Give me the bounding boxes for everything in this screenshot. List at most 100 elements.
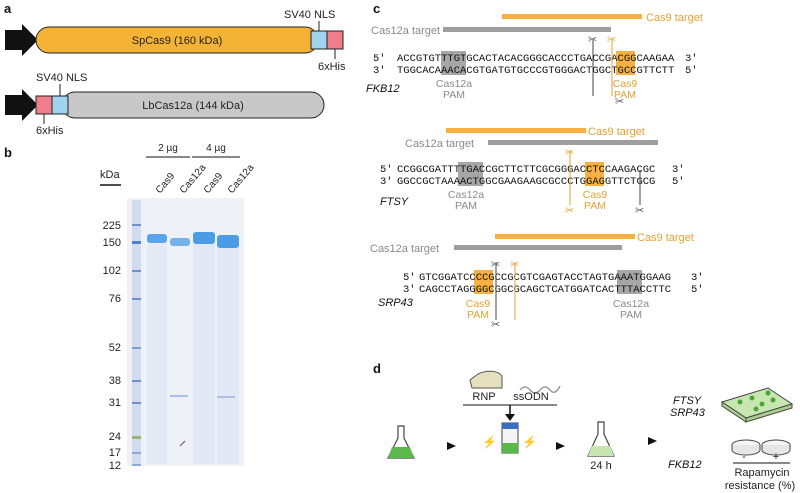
ftsy-outcome-label: FTSY (673, 395, 702, 407)
ssodn-icon (519, 385, 561, 394)
marker-label: 102 (103, 265, 121, 277)
scissors-icon: ✂ (588, 34, 597, 46)
five-prime: 5' (672, 176, 685, 188)
cas9-target-label: Cas9 target (637, 232, 694, 244)
resistance-label: resistance (%) (725, 480, 795, 492)
cas9-pam-label: PAM (467, 309, 489, 321)
cas12a-target-label: Cas12a target (405, 138, 474, 150)
ftsy-top-strand: CCGGCGATTTTGACCGCTTCTTCGCGGGACCTCCAAGACG… (397, 164, 655, 176)
ssodn-label: ssODN (513, 391, 549, 403)
srp43-top-strand: GTCGGATCCCCGCCGCGTCGAGTACCTAGTGAAATGGAAG (419, 272, 671, 284)
ftsy-block: Cas9 target Cas12a target 5' CCGGCGATTTT… (380, 126, 685, 217)
marker-label: 31 (109, 397, 121, 409)
cas9-target-bar (495, 234, 635, 239)
cas9-target-label: Cas9 target (646, 12, 703, 24)
three-prime: 3' (380, 176, 393, 188)
cas12a-construct: LbCas12a (144 kDa) SV40 NLS 6xHis (5, 72, 325, 137)
scissors-icon: ✂ (607, 34, 616, 46)
cas12a-target-bar (443, 27, 611, 32)
recovery-flask-icon (587, 421, 615, 457)
rnp-icon (469, 370, 503, 389)
arrow-right-icon (648, 437, 657, 445)
marker-label: 150 (103, 237, 121, 249)
cas12a-target-label: Cas12a target (371, 25, 440, 37)
lightning-icon: ⚡ (522, 435, 537, 449)
arrow-right-icon (556, 442, 565, 450)
panel-c-letter: c (373, 1, 380, 16)
cas9-target-bar (502, 14, 642, 19)
five-prime: 5' (691, 284, 704, 296)
spcas9-label: SpCas9 (160 kDa) (132, 35, 223, 47)
cas9-pam-label: PAM (614, 89, 636, 101)
cas9-pam-label: Cas9 (583, 189, 608, 201)
cas9-target-label: Cas9 target (588, 126, 645, 138)
scissors-icon: ✂ (615, 96, 624, 108)
colony-plate-icon (720, 387, 794, 423)
electroporation-cuvette-icon (501, 422, 519, 454)
fkb12-block: Cas9 target Cas12a target 5' ACCGTGTTTGT… (366, 12, 703, 108)
kda-label: kDa (100, 169, 120, 181)
cas9-pam-label: PAM (584, 200, 606, 212)
cas12a-target-bar (454, 245, 622, 250)
rnp-label: RNP (472, 391, 495, 403)
five-prime: 5' (685, 65, 698, 77)
marker-label: 52 (109, 342, 121, 354)
minus-label: - (742, 451, 746, 463)
sv40-nls-label: SV40 NLS (284, 9, 335, 21)
cas12a-pam-label: Cas12a (613, 298, 649, 310)
lane-label: Cas12a (226, 162, 257, 196)
promoter-arrow-icon (5, 89, 38, 121)
lbcas12a-label: LbCas12a (144 kDa) (142, 100, 244, 112)
petri-dish-minus-icon (731, 439, 761, 456)
ftsy-gene-label: FTSY (380, 196, 409, 208)
srp43-outcome-label: SRP43 (670, 407, 706, 419)
sv40-nls-box (310, 30, 328, 50)
cas12a-target-label: Cas12a target (370, 243, 439, 255)
cas12a-pam-label: PAM (443, 89, 465, 101)
scissors-icon: ✂ (491, 259, 500, 271)
group-2ug-label: 2 µg (158, 143, 178, 154)
sv40-nls-label: SV40 NLS (36, 72, 87, 84)
culture-flask-icon (387, 425, 415, 459)
panel-b-letter: b (4, 145, 12, 160)
cas9-target-bar (446, 128, 586, 133)
gel-image (127, 198, 244, 466)
fkb12-gene-label: FKB12 (366, 83, 400, 95)
three-prime: 3' (672, 164, 685, 176)
promoter-arrow-icon (5, 24, 38, 56)
scissors-icon: ✂ (510, 259, 519, 271)
lane-label: Cas9 (202, 171, 226, 196)
panel-d-letter: d (373, 361, 381, 376)
three-prime: 3' (373, 65, 386, 77)
cas12a-pam-label: Cas12a (448, 189, 484, 201)
lightning-icon: ⚡ (482, 435, 497, 449)
three-prime: 3' (403, 284, 416, 296)
his-tag-label: 6xHis (318, 61, 346, 73)
arrow-down-icon (505, 414, 515, 421)
three-prime: 3' (691, 272, 704, 284)
rapamycin-label: Rapamycin (734, 467, 789, 479)
lane-label: Cas9 (154, 171, 178, 196)
his-tag-box (35, 95, 53, 115)
plus-label: + (773, 451, 779, 463)
srp43-block: Cas9 target Cas12a target 5' GTCGGATCCCC… (370, 232, 704, 331)
his-tag-label: 6xHis (36, 125, 64, 137)
scissors-icon: ✂ (565, 147, 574, 159)
ftsy-bottom-strand: GGCCGCTAAAACTGGCGAAGAAGCGCCCTGGAGGTTCTGC… (397, 176, 655, 188)
five-prime: 5' (403, 272, 416, 284)
cas12a-pam-label: Cas12a (436, 78, 472, 90)
petri-dish-plus-icon (761, 439, 791, 456)
scissors-icon: ✂ (565, 205, 574, 217)
five-prime: 5' (373, 53, 386, 65)
five-prime: 5' (380, 164, 393, 176)
cas12a-pam-label: PAM (620, 309, 642, 321)
srp43-bottom-strand: CAGCCTAGGGGCGGCGCAGCTCATGGATCACTTTACCTTC (419, 284, 671, 296)
cas9-pam-label: Cas9 (613, 78, 638, 90)
his-tag-box (326, 30, 344, 50)
marker-label: 225 (103, 220, 121, 232)
cas12a-pam-label: PAM (455, 200, 477, 212)
panel-a-letter: a (4, 1, 12, 16)
group-4ug-label: 4 µg (206, 143, 226, 154)
cas12a-target-bar (488, 140, 658, 145)
